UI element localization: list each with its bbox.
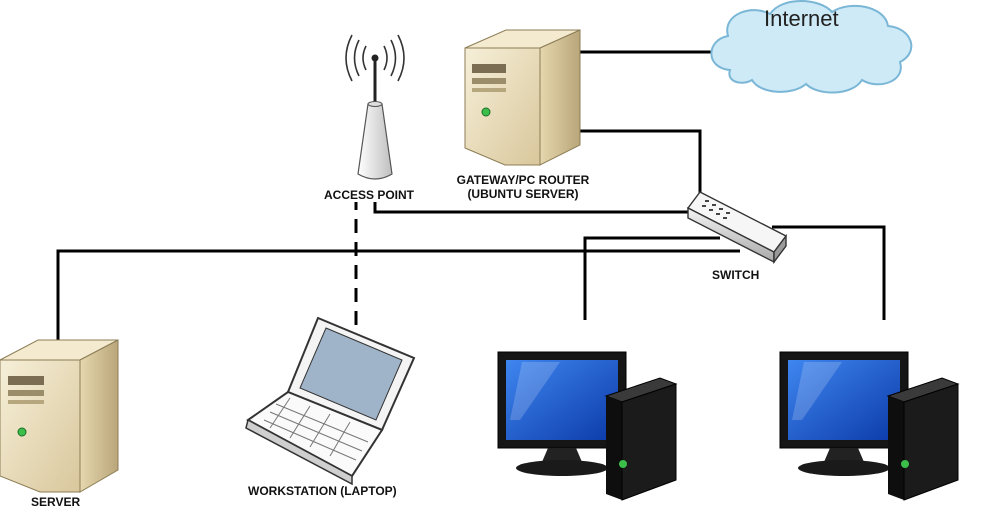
gateway-label-line1: GATEWAY/PC ROUTER <box>456 173 590 187</box>
access-point-label: ACCESS POINT <box>324 188 415 202</box>
desktop-pc-1-icon <box>497 351 678 501</box>
switch-icon <box>686 191 788 265</box>
server-label: SERVER <box>31 495 81 509</box>
internet-label: Internet <box>764 6 839 31</box>
access-point-icon <box>345 34 405 180</box>
server-tower-icon <box>0 339 119 493</box>
link-desktop1-switch <box>583 236 720 320</box>
link-gateway-switch <box>578 129 702 200</box>
switch-label: SWITCH <box>712 268 760 282</box>
gateway-label: GATEWAY/PC ROUTER (UBUNTU SERVER) <box>452 173 594 201</box>
workstation-label: WORKSTATION (LAPTOP) <box>248 484 397 498</box>
internet-cloud-icon <box>710 0 913 94</box>
link-desktop2-switch <box>772 225 886 320</box>
gateway-label-line2: (UBUNTU SERVER) <box>467 187 579 201</box>
desktop-pc-2-icon <box>779 351 960 501</box>
link-server-switch <box>56 249 740 340</box>
gateway-server-icon <box>464 29 581 166</box>
laptop-icon <box>245 316 416 486</box>
